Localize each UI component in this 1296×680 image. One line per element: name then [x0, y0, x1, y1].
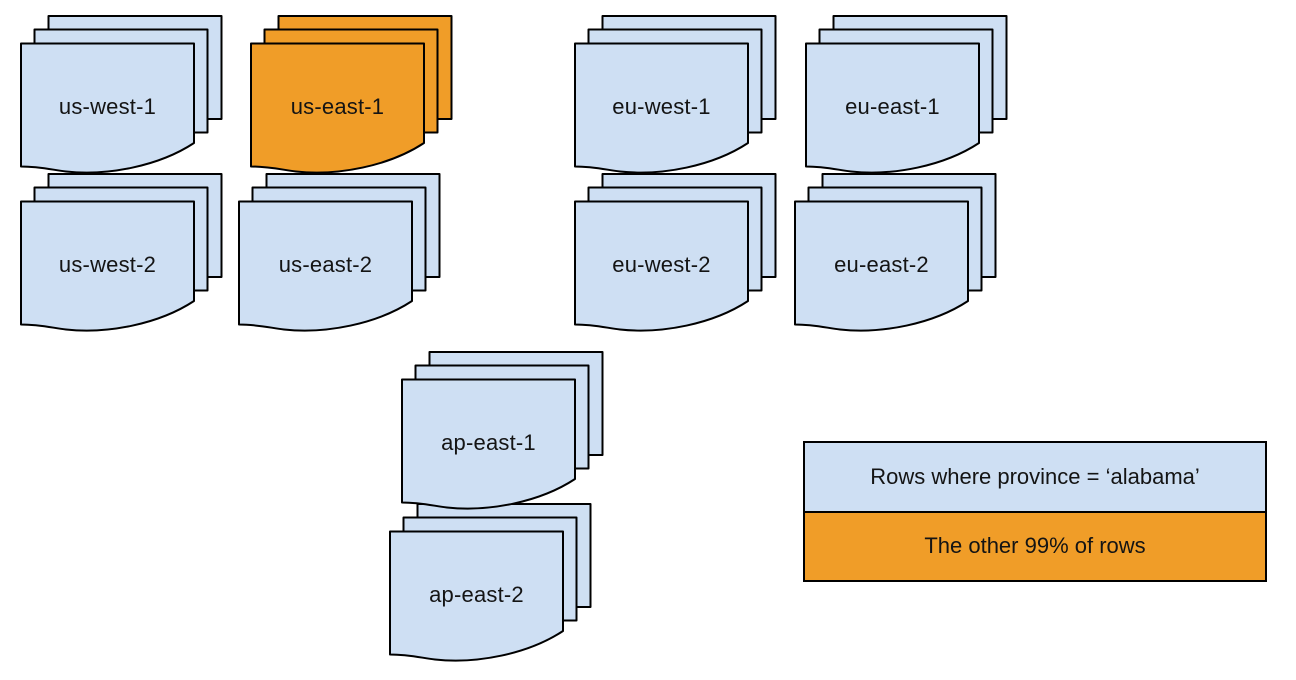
multi-document-stack-icon: [20, 15, 223, 174]
region-label: eu-east-2: [834, 252, 929, 277]
document-sheet-front: [238, 200, 413, 332]
document-sheet-front: [794, 200, 969, 332]
region-stack-eu-east-2: eu-east-2: [794, 173, 997, 335]
region-stack-us-east-1: us-east-1: [250, 15, 453, 177]
region-label: eu-east-1: [845, 94, 940, 119]
multi-document-stack-icon: [401, 351, 604, 510]
document-sheet-front: [805, 42, 980, 174]
region-stack-eu-west-1: eu-west-1: [574, 15, 777, 177]
region-stack-ap-east-2: ap-east-2: [389, 503, 592, 665]
document-sheet-front: [20, 42, 195, 174]
region-stack-eu-east-1: eu-east-1: [805, 15, 1008, 177]
multi-document-stack-icon: [250, 15, 453, 174]
region-label: us-east-1: [290, 94, 385, 119]
multi-document-stack-icon: [574, 15, 777, 174]
region-stack-us-west-1: us-west-1: [20, 15, 223, 177]
region-stack-us-east-2: us-east-2: [238, 173, 441, 335]
multi-document-stack-icon: [389, 503, 592, 662]
region-label: us-west-2: [58, 252, 157, 277]
region-label: ap-east-2: [429, 582, 524, 607]
multi-document-stack-icon: [805, 15, 1008, 174]
region-label: eu-west-2: [612, 252, 711, 277]
document-sheet-front: [401, 378, 576, 510]
multi-document-stack-icon: [238, 173, 441, 332]
legend-item-label: Rows where province = ‘alabama’: [870, 463, 1200, 489]
legend: Rows where province = ‘alabama’ The othe…: [803, 441, 1267, 582]
region-stack-ap-east-1: ap-east-1: [401, 351, 604, 513]
region-stack-us-west-2: us-west-2: [20, 173, 223, 335]
legend-item-alabama-rows: Rows where province = ‘alabama’: [805, 443, 1265, 513]
multi-document-stack-icon: [20, 173, 223, 332]
multi-document-stack-icon: [574, 173, 777, 332]
region-label: ap-east-1: [441, 430, 536, 455]
document-sheet-front: [574, 200, 749, 332]
region-stack-eu-west-2: eu-west-2: [574, 173, 777, 335]
document-sheet-front: [20, 200, 195, 332]
legend-item-other-rows: The other 99% of rows: [805, 512, 1265, 580]
legend-item-label: The other 99% of rows: [924, 533, 1146, 559]
multi-document-stack-icon: [794, 173, 997, 332]
region-label: us-east-2: [278, 252, 373, 277]
region-label: us-west-1: [58, 94, 157, 119]
document-sheet-front: [574, 42, 749, 174]
region-label: eu-west-1: [612, 94, 711, 119]
document-sheet-front: [389, 530, 564, 662]
document-sheet-front: [250, 42, 425, 174]
